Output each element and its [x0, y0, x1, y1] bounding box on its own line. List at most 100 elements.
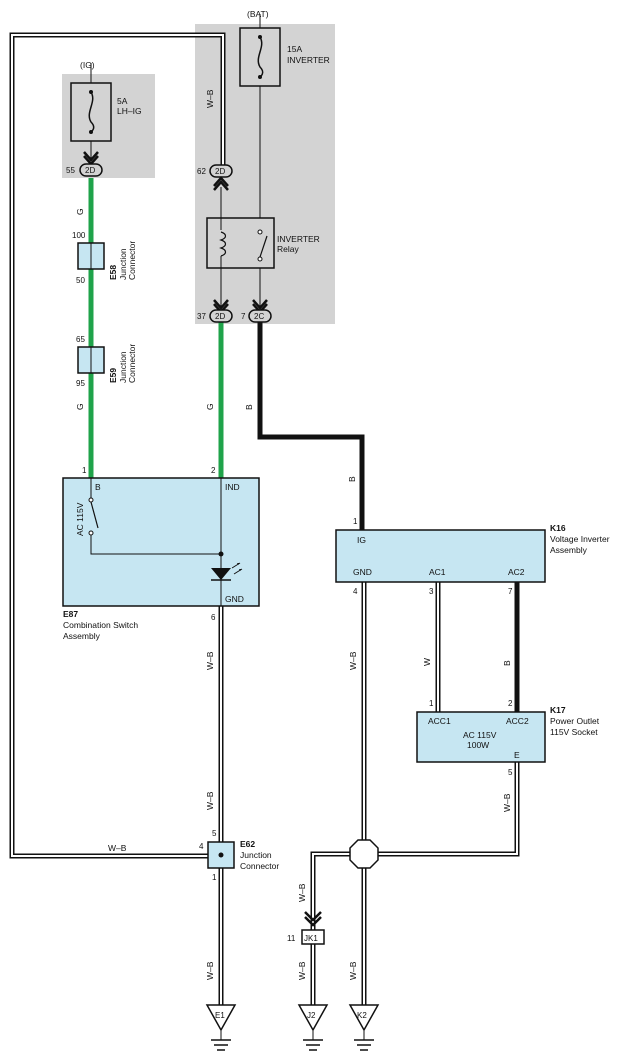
- wire-label-wb-j2: W–B: [297, 961, 307, 980]
- pin-k17-5: 5: [508, 768, 513, 777]
- ground-j2: [297, 1004, 329, 1051]
- pin-k16-4: 4: [353, 587, 358, 596]
- k17-line1: Power Outlet: [550, 716, 600, 726]
- k16-terminal-gnd: GND: [353, 567, 372, 577]
- e59-line1: Junction: [118, 351, 128, 383]
- k16-line1: Voltage Inverter: [550, 534, 610, 544]
- wire-label-wb-horizontal: W–B: [108, 843, 127, 853]
- k16-code: K16: [550, 523, 566, 533]
- e87-internal: [88, 478, 243, 606]
- k17-code: K17: [550, 705, 566, 715]
- conn-2d-relay-in: [209, 164, 233, 191]
- k17-terminal-e: E: [514, 750, 520, 760]
- fuse-lh-ig: [70, 82, 112, 142]
- k16-line2: Assembly: [550, 545, 588, 555]
- wire-label-wb-jk1: W–B: [297, 883, 307, 902]
- k17-terminal-acc2: ACC2: [506, 716, 529, 726]
- wire-label-g-3: G: [205, 403, 215, 410]
- e87-line2: Assembly: [63, 631, 101, 641]
- splice-octagon: [349, 839, 379, 869]
- wire-label-wb-k16: W–B: [348, 651, 358, 670]
- pin-11: 11: [287, 934, 296, 943]
- conn-2d-ig: [79, 151, 103, 177]
- e87-ac-label: AC 115V: [75, 502, 85, 536]
- k17-ac-label: AC 115V: [463, 730, 497, 740]
- fuse-lh-ig-name: LH–IG: [117, 106, 142, 116]
- e62-code: E62: [240, 839, 255, 849]
- fuse-inverter: [239, 27, 281, 87]
- conn-2d-relay-out: [209, 299, 233, 323]
- fuse-lh-ig-rating: 5A: [117, 96, 128, 106]
- junction-e58: [77, 242, 105, 270]
- pin-e87-1: 1: [82, 466, 87, 475]
- ground-e1: [205, 1004, 237, 1051]
- wire-label-wb-e1: W–B: [205, 961, 215, 980]
- fuse-inverter-rating: 15A: [287, 44, 302, 54]
- pin-55: 55: [66, 166, 75, 175]
- e87-terminal-ind: IND: [225, 482, 240, 492]
- power-bat-label: (BAT): [247, 9, 269, 19]
- k17-terminal-acc1: ACC1: [428, 716, 451, 726]
- e87-line1: Combination Switch: [63, 620, 138, 630]
- ground-j2-label: J2: [307, 1011, 316, 1020]
- wire-wb-k17-e: [310, 762, 520, 1005]
- pin-95: 95: [76, 379, 85, 388]
- k16-box: [335, 529, 546, 583]
- power-ig-label: (IG): [80, 60, 95, 70]
- pin-62: 62: [197, 167, 206, 176]
- wire-label-b-1: B: [244, 404, 254, 410]
- e87-box: [62, 477, 260, 607]
- pin-50: 50: [76, 276, 85, 285]
- pin-k16-1: 1: [353, 517, 358, 526]
- pin-e87-6: 6: [211, 613, 216, 622]
- e58-line1: Junction: [118, 248, 128, 280]
- e62-line2: Connector: [240, 861, 279, 871]
- k16-terminal-ac1: AC1: [429, 567, 446, 577]
- k16-terminal-ac2: AC2: [508, 567, 525, 577]
- conn-2c-relay-out: [248, 299, 272, 323]
- wire-label-wb-k17: W–B: [502, 793, 512, 812]
- ground-k2: [348, 1004, 380, 1051]
- conn-2d-relay-out-label: 2D: [215, 312, 225, 321]
- pin-100: 100: [72, 231, 86, 240]
- wire-label-wb-e87-2: W–B: [205, 791, 215, 810]
- e59-code: E59: [108, 368, 118, 383]
- junction-e59: [77, 346, 105, 374]
- e59-line2: Connector: [127, 344, 137, 383]
- wire-label-b-3: B: [502, 660, 512, 666]
- wire-label-wb-e87: W–B: [205, 651, 215, 670]
- wire-label-g-1: G: [75, 208, 85, 215]
- conn-jk1-label: JK1: [304, 934, 318, 943]
- conn-2c-relay-out-label: 2C: [254, 312, 264, 321]
- wire-label-w: W: [422, 658, 432, 666]
- pin-e62-1: 1: [212, 873, 217, 882]
- wire-black-b-ig: [257, 322, 365, 530]
- pin-k16-3: 3: [429, 587, 434, 596]
- e87-terminal-gnd: GND: [225, 594, 244, 604]
- e58-code: E58: [108, 265, 118, 280]
- pin-37: 37: [197, 312, 206, 321]
- e58-line2: Connector: [127, 241, 137, 280]
- k17-watt-label: 100W: [467, 740, 489, 750]
- wire-label-b-2: B: [347, 476, 357, 482]
- e87-code: E87: [63, 609, 78, 619]
- wire-label-g-2: G: [75, 403, 85, 410]
- ground-e1-label: E1: [215, 1011, 225, 1020]
- conn-2d-ig-label: 2D: [85, 166, 95, 175]
- k17-line2: 115V Socket: [550, 727, 598, 737]
- pin-k16-7: 7: [508, 587, 513, 596]
- e87-terminal-b: B: [95, 482, 101, 492]
- ground-k2-label: K2: [357, 1011, 367, 1020]
- junction-e62: [207, 841, 235, 869]
- wire-wb-outer-loop: [9, 32, 226, 859]
- wire-label-wb-top: W–B: [205, 89, 215, 108]
- relay-suffix: Relay: [277, 244, 299, 254]
- pin-7: 7: [241, 312, 246, 321]
- conn-2d-relay-in-label: 2D: [215, 167, 225, 176]
- wire-label-wb-k2: W–B: [348, 961, 358, 980]
- relay-name: INVERTER: [277, 234, 320, 244]
- pin-e62-4: 4: [199, 842, 204, 851]
- conn-jk1: [301, 911, 325, 945]
- pin-e62-5: 5: [212, 829, 217, 838]
- inverter-relay: [206, 187, 275, 310]
